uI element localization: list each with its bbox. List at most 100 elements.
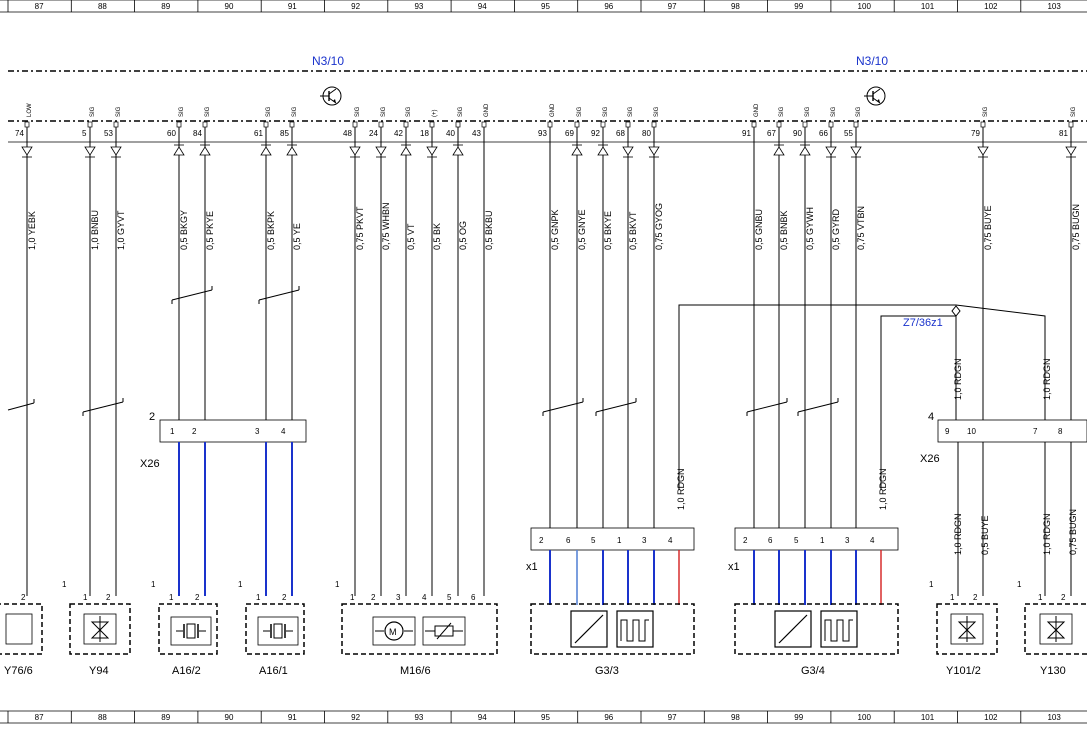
- svg-text:1: 1: [335, 580, 340, 589]
- svg-text:1: 1: [617, 536, 622, 545]
- svg-text:3: 3: [396, 593, 401, 602]
- svg-text:SIG: SIG: [831, 106, 837, 117]
- pin-18: (+)180,5 BK: [420, 109, 442, 260]
- svg-text:5: 5: [447, 593, 452, 602]
- svg-text:SIG: SIG: [179, 106, 185, 117]
- grid-column-number: 96: [604, 2, 613, 11]
- splice-icon: [951, 305, 961, 317]
- svg-text:SIG: SIG: [292, 106, 298, 117]
- svg-text:69: 69: [565, 129, 574, 138]
- shielded-wires: [178, 442, 293, 596]
- svg-text:6: 6: [768, 536, 773, 545]
- grid-column-number: 94: [478, 713, 487, 722]
- component-y94: 1 1 2 Y94: [62, 580, 131, 677]
- valve-icon: [83, 613, 117, 645]
- svg-text:Y94: Y94: [89, 665, 109, 677]
- svg-text:2: 2: [539, 536, 544, 545]
- svg-text:0,5 GYWH: 0,5 GYWH: [805, 207, 815, 250]
- svg-text:SIG: SIG: [577, 106, 583, 117]
- grid-column-number: 87: [35, 713, 44, 722]
- wire-label: 0,75 BUGN: [1068, 509, 1078, 555]
- grid-column-number: 97: [668, 713, 677, 722]
- bus-label: N3/10: [856, 54, 888, 68]
- grid-column-number: 100: [858, 713, 872, 722]
- svg-text:6: 6: [566, 536, 571, 545]
- svg-text:48: 48: [343, 129, 352, 138]
- svg-text:8: 8: [1058, 427, 1063, 436]
- svg-text:1,0 YEBK: 1,0 YEBK: [27, 211, 37, 250]
- svg-text:90: 90: [793, 129, 802, 138]
- grid-column-number: 89: [161, 2, 170, 11]
- component-a16-1: 1 1 2 A16/1: [238, 580, 305, 677]
- connector-x1-a: x1 2 6 5 1 3 4: [526, 527, 695, 573]
- grid-column-number: 101: [921, 713, 935, 722]
- svg-text:2: 2: [1061, 593, 1066, 602]
- grid-column-number: 101: [921, 2, 935, 11]
- grid-column-number: 96: [604, 713, 613, 722]
- svg-text:66: 66: [819, 129, 828, 138]
- sensor-wires: [549, 550, 882, 605]
- svg-text:G3/3: G3/3: [595, 665, 619, 677]
- component-y101-2: 1 1 2 Y101/2: [929, 580, 998, 677]
- svg-text:2: 2: [106, 593, 111, 602]
- bus-label: N3/10: [312, 54, 344, 68]
- svg-text:2: 2: [192, 427, 197, 436]
- svg-text:SIG: SIG: [381, 106, 387, 117]
- svg-text:1: 1: [820, 536, 825, 545]
- svg-text:SIG: SIG: [205, 106, 211, 117]
- svg-text:0,5 BKGY: 0,5 BKGY: [179, 210, 189, 250]
- wire-label: 1,0 RDGN: [1042, 358, 1052, 400]
- svg-text:LOW: LOW: [27, 103, 33, 117]
- connector-x26-left: 2 X26 1 2 3 4: [140, 411, 307, 470]
- grid-column-number: 97: [668, 2, 677, 11]
- svg-text:1: 1: [1017, 580, 1022, 589]
- svg-text:2: 2: [195, 593, 200, 602]
- svg-text:7: 7: [1033, 427, 1038, 436]
- transistor-icon: [864, 86, 886, 106]
- svg-text:84: 84: [193, 129, 202, 138]
- svg-text:79: 79: [971, 129, 980, 138]
- svg-text:1: 1: [238, 580, 243, 589]
- svg-text:0,75 BUYE: 0,75 BUYE: [983, 205, 993, 250]
- svg-text:3: 3: [255, 427, 260, 436]
- oxygen-sensor-icon: [774, 610, 812, 648]
- svg-text:1: 1: [83, 593, 88, 602]
- svg-text:2: 2: [371, 593, 376, 602]
- grid-column-number: 99: [794, 713, 803, 722]
- svg-text:SIG: SIG: [779, 106, 785, 117]
- grid-column-number: 100: [858, 2, 872, 11]
- svg-text:SIG: SIG: [983, 106, 989, 117]
- pin-69: SIG 69 0,5 GNYE: [565, 106, 587, 260]
- component-y76-6: 2 Y76/6: [0, 593, 43, 677]
- knock-sensor-icon: [257, 616, 299, 646]
- grid-column-number: 87: [35, 2, 44, 11]
- wire-label: 0,5 BUYE: [980, 515, 990, 555]
- svg-text:SIG: SIG: [654, 106, 660, 117]
- svg-text:A16/2: A16/2: [172, 665, 201, 677]
- svg-text:80: 80: [642, 129, 651, 138]
- svg-text:GND: GND: [484, 103, 490, 117]
- svg-text:SIG: SIG: [355, 106, 361, 117]
- svg-text:SIG: SIG: [856, 106, 862, 117]
- svg-text:0,5 GNYE: 0,5 GNYE: [577, 209, 587, 250]
- svg-text:1: 1: [929, 580, 934, 589]
- svg-text:SIG: SIG: [406, 106, 412, 117]
- svg-text:M16/6: M16/6: [400, 665, 431, 677]
- svg-text:0,5 BKBU: 0,5 BKBU: [484, 210, 494, 250]
- component-g3-3: G3/3: [530, 603, 695, 677]
- svg-text:61: 61: [254, 129, 263, 138]
- pin-79: SIG 79 0,75 BUYE: [971, 106, 993, 260]
- grid-column-number: 91: [288, 2, 297, 11]
- svg-text:5: 5: [591, 536, 596, 545]
